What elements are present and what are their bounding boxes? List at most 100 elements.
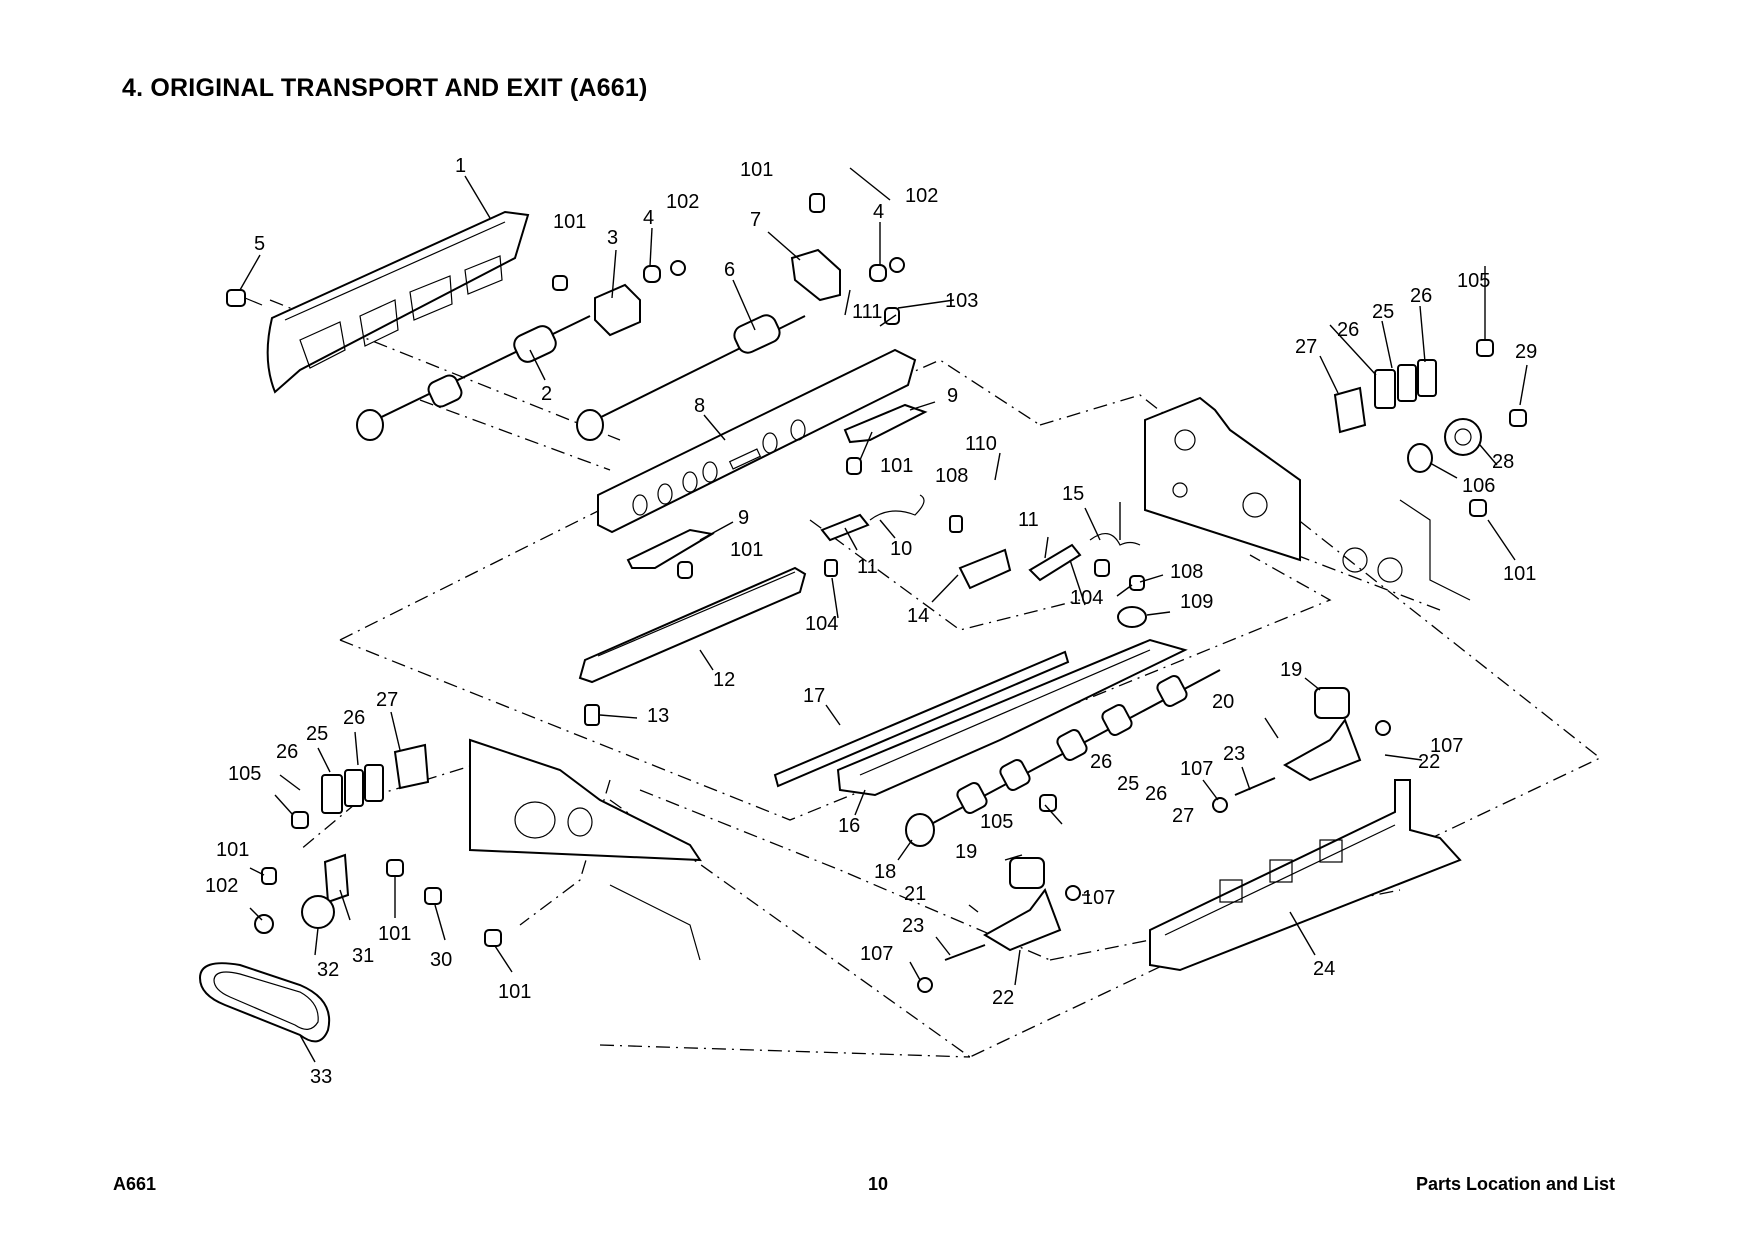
callout-9: 9 bbox=[738, 507, 749, 529]
footer-page-number: 10 bbox=[868, 1174, 889, 1194]
callout-5: 5 bbox=[254, 233, 265, 255]
part-14-bracket bbox=[958, 548, 1012, 590]
callout-7: 7 bbox=[750, 209, 761, 231]
part-22-lever-lower bbox=[983, 887, 1062, 952]
callout-103: 103 bbox=[945, 290, 978, 312]
callout-25: 25 bbox=[1117, 773, 1139, 795]
callout-107: 107 bbox=[1430, 735, 1463, 757]
part-19-solenoid-upper bbox=[1314, 687, 1350, 719]
part-22-lever-upper bbox=[1283, 717, 1362, 782]
part-7-bracket bbox=[790, 248, 841, 302]
callout-108: 108 bbox=[935, 465, 968, 487]
part-11-sensor-lower bbox=[820, 513, 870, 542]
callout-17: 17 bbox=[803, 685, 825, 707]
part-29-screw bbox=[1509, 409, 1527, 427]
callout-11: 11 bbox=[857, 556, 878, 578]
part-23-pin-upper bbox=[1234, 777, 1276, 796]
part-9-guide-plate-upper bbox=[843, 403, 928, 444]
callout-109: 109 bbox=[1180, 591, 1213, 613]
part-8-transport-frame bbox=[597, 348, 917, 534]
callout-2: 2 bbox=[541, 383, 552, 405]
callout-107: 107 bbox=[860, 943, 893, 965]
callout-13: 13 bbox=[647, 705, 669, 727]
part-27-bracket-right bbox=[1333, 386, 1367, 434]
part-24-exit-cover bbox=[1149, 779, 1462, 972]
callout-27: 27 bbox=[1172, 805, 1194, 827]
callout-26: 26 bbox=[276, 741, 298, 763]
callout-21: 21 bbox=[904, 883, 926, 905]
callout-30: 30 bbox=[430, 949, 452, 971]
callout-102: 102 bbox=[666, 191, 699, 213]
part-26-bushing-right-1 bbox=[1374, 369, 1396, 409]
part-16-exit-guide bbox=[836, 638, 1188, 797]
callout-106: 106 bbox=[1462, 475, 1495, 497]
part-27-bracket-left bbox=[393, 743, 430, 790]
callout-4: 4 bbox=[873, 201, 884, 223]
right-side-frame bbox=[1144, 396, 1471, 601]
callout-15: 15 bbox=[1062, 483, 1084, 505]
part-106-bearing bbox=[1407, 443, 1433, 473]
part-13-screw bbox=[584, 704, 600, 726]
callout-26: 26 bbox=[1410, 285, 1432, 307]
callout-26: 26 bbox=[1090, 751, 1112, 773]
callout-27: 27 bbox=[1295, 336, 1317, 358]
part-25-bushing-right bbox=[1397, 364, 1417, 402]
part-12-lower-guide bbox=[578, 566, 807, 684]
footer-section-name: Parts Location and List bbox=[1416, 1174, 1616, 1194]
callout-101: 101 bbox=[880, 455, 913, 477]
callout-101: 101 bbox=[1503, 563, 1536, 585]
part-9-guide-plate-lower bbox=[626, 528, 715, 569]
callout-102: 102 bbox=[905, 185, 938, 207]
part-10-harness bbox=[869, 494, 925, 521]
part-18-exit-roller-shaft bbox=[905, 669, 1221, 847]
part-19-solenoid-lower bbox=[1009, 857, 1045, 889]
callout-33: 33 bbox=[310, 1066, 332, 1088]
callout-12: 12 bbox=[713, 669, 735, 691]
part-15-harness bbox=[1089, 533, 1141, 546]
part-28-gear bbox=[1444, 418, 1482, 456]
callout-105: 105 bbox=[980, 811, 1013, 833]
callout-10: 10 bbox=[890, 538, 912, 560]
part-3-bracket bbox=[594, 283, 641, 337]
part-26-bushing-left-2 bbox=[364, 764, 384, 802]
part-33-timing-belt bbox=[198, 962, 331, 1043]
callout-25: 25 bbox=[306, 723, 328, 745]
callout-20: 20 bbox=[1212, 691, 1234, 713]
callout-107: 107 bbox=[1180, 758, 1213, 780]
callout-104: 104 bbox=[1070, 587, 1103, 609]
callout-3: 3 bbox=[607, 227, 618, 249]
part-5-screw bbox=[226, 289, 263, 307]
callout-110: 110 bbox=[965, 433, 997, 455]
part-26-bushing-left-1 bbox=[321, 774, 343, 814]
callout-14: 14 bbox=[907, 605, 929, 627]
callout-labels: 1 2 3 4 4 5 6 7 8 9 9 10 11 11 12 13 14 … bbox=[205, 155, 1537, 1088]
page-title: 4. ORIGINAL TRANSPORT AND EXIT (A661) bbox=[122, 74, 648, 102]
callout-26: 26 bbox=[1145, 783, 1167, 805]
callout-105: 105 bbox=[1457, 270, 1490, 292]
part-32-pulley bbox=[301, 895, 335, 929]
part-26-bushing-right-2 bbox=[1417, 359, 1437, 397]
callout-1: 1 bbox=[455, 155, 466, 177]
callout-101: 101 bbox=[740, 159, 773, 181]
callout-8: 8 bbox=[694, 395, 705, 417]
part-31-bracket bbox=[323, 853, 350, 904]
part-30-screw bbox=[424, 887, 442, 905]
callout-104: 104 bbox=[805, 613, 838, 635]
callout-28: 28 bbox=[1492, 451, 1514, 473]
callout-11: 11 bbox=[1018, 509, 1039, 531]
callout-101: 101 bbox=[553, 211, 586, 233]
callout-31: 31 bbox=[352, 945, 374, 967]
callout-26: 26 bbox=[1337, 319, 1359, 341]
callout-32: 32 bbox=[317, 959, 339, 981]
left-side-frame bbox=[469, 738, 702, 961]
callout-29: 29 bbox=[1515, 341, 1537, 363]
callout-19: 19 bbox=[1280, 659, 1302, 681]
callout-leader-lines bbox=[239, 167, 1528, 1063]
callout-23: 23 bbox=[1223, 743, 1245, 765]
assembly-guide-lines bbox=[269, 299, 1602, 1058]
callout-102: 102 bbox=[205, 875, 238, 897]
callout-108: 108 bbox=[1170, 561, 1203, 583]
callout-9: 9 bbox=[947, 385, 958, 407]
part-11-sensor-upper bbox=[1028, 543, 1082, 582]
part-2-feed-roller-shaft bbox=[356, 315, 591, 441]
